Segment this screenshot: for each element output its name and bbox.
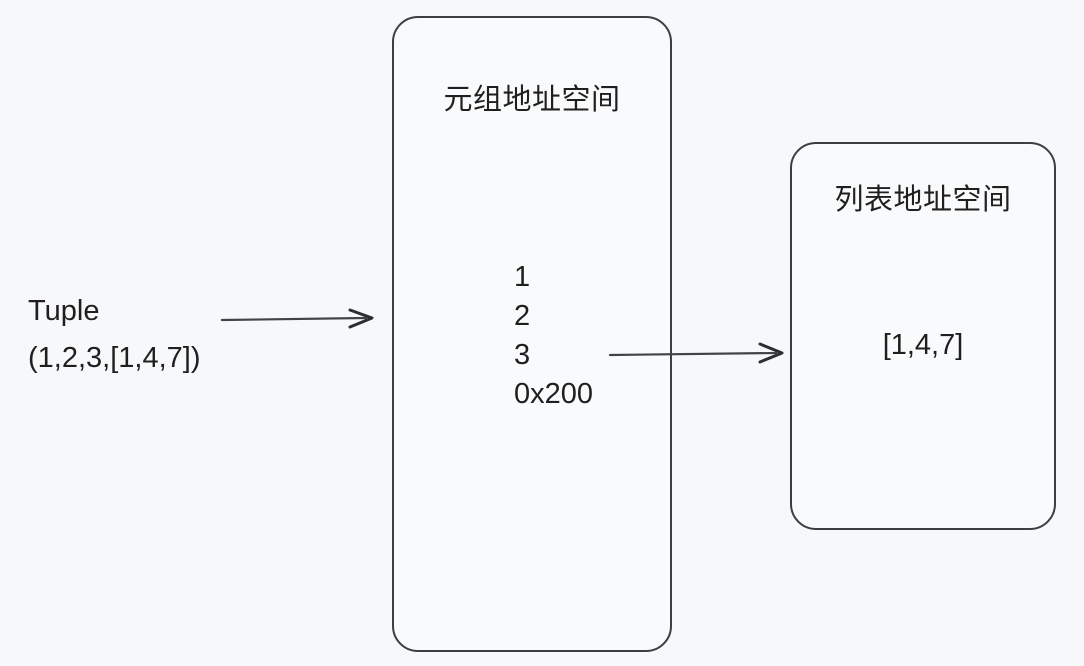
tuple-source-name: Tuple <box>28 295 100 327</box>
arrow-tuple-to-tuple-space <box>220 308 374 329</box>
tuple-source-label: Tuple (1,2,3,[1,4,7]) <box>28 288 201 382</box>
tuple-address-space-title: 元组地址空间 <box>443 84 621 116</box>
list-value: [1,4,7] <box>882 329 964 361</box>
tuple-slot-0: 1 <box>514 261 531 293</box>
list-address-space-box: 列表地址空间 [1,4,7] <box>790 142 1056 530</box>
tuple-address-space-box: 元组地址空间 1 2 3 0x200 <box>392 16 672 652</box>
tuple-slot-1: 2 <box>514 300 531 332</box>
tuple-slot-3-pointer: 0x200 <box>514 378 594 410</box>
list-address-space-title: 列表地址空间 <box>834 184 1012 216</box>
tuple-slot-list: 1 2 3 0x200 <box>514 258 593 414</box>
tuple-slot-2: 3 <box>514 339 531 371</box>
tuple-source-value: (1,2,3,[1,4,7]) <box>28 342 201 374</box>
